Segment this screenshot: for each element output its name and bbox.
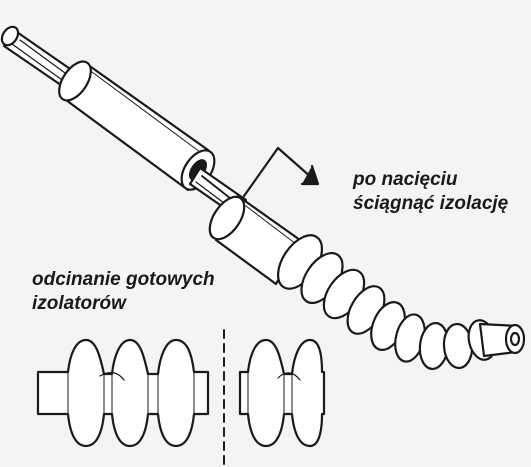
strip-arrow	[244, 148, 318, 196]
insulator-profile-right	[240, 340, 324, 446]
strip-instruction-label: po nacięciu ściągnąć izolację	[353, 168, 508, 216]
strip-instruction-line-2: ściągnąć izolację	[353, 192, 508, 216]
strip-instruction-line-1: po nacięciu	[353, 168, 508, 192]
cutting-label: odcinanie gotowych izolatorów	[32, 268, 215, 316]
insulator-profile-left	[38, 340, 208, 446]
cutting-label-line-2: izolatorów	[32, 292, 215, 316]
cutting-label-line-1: odcinanie gotowych	[32, 268, 215, 292]
